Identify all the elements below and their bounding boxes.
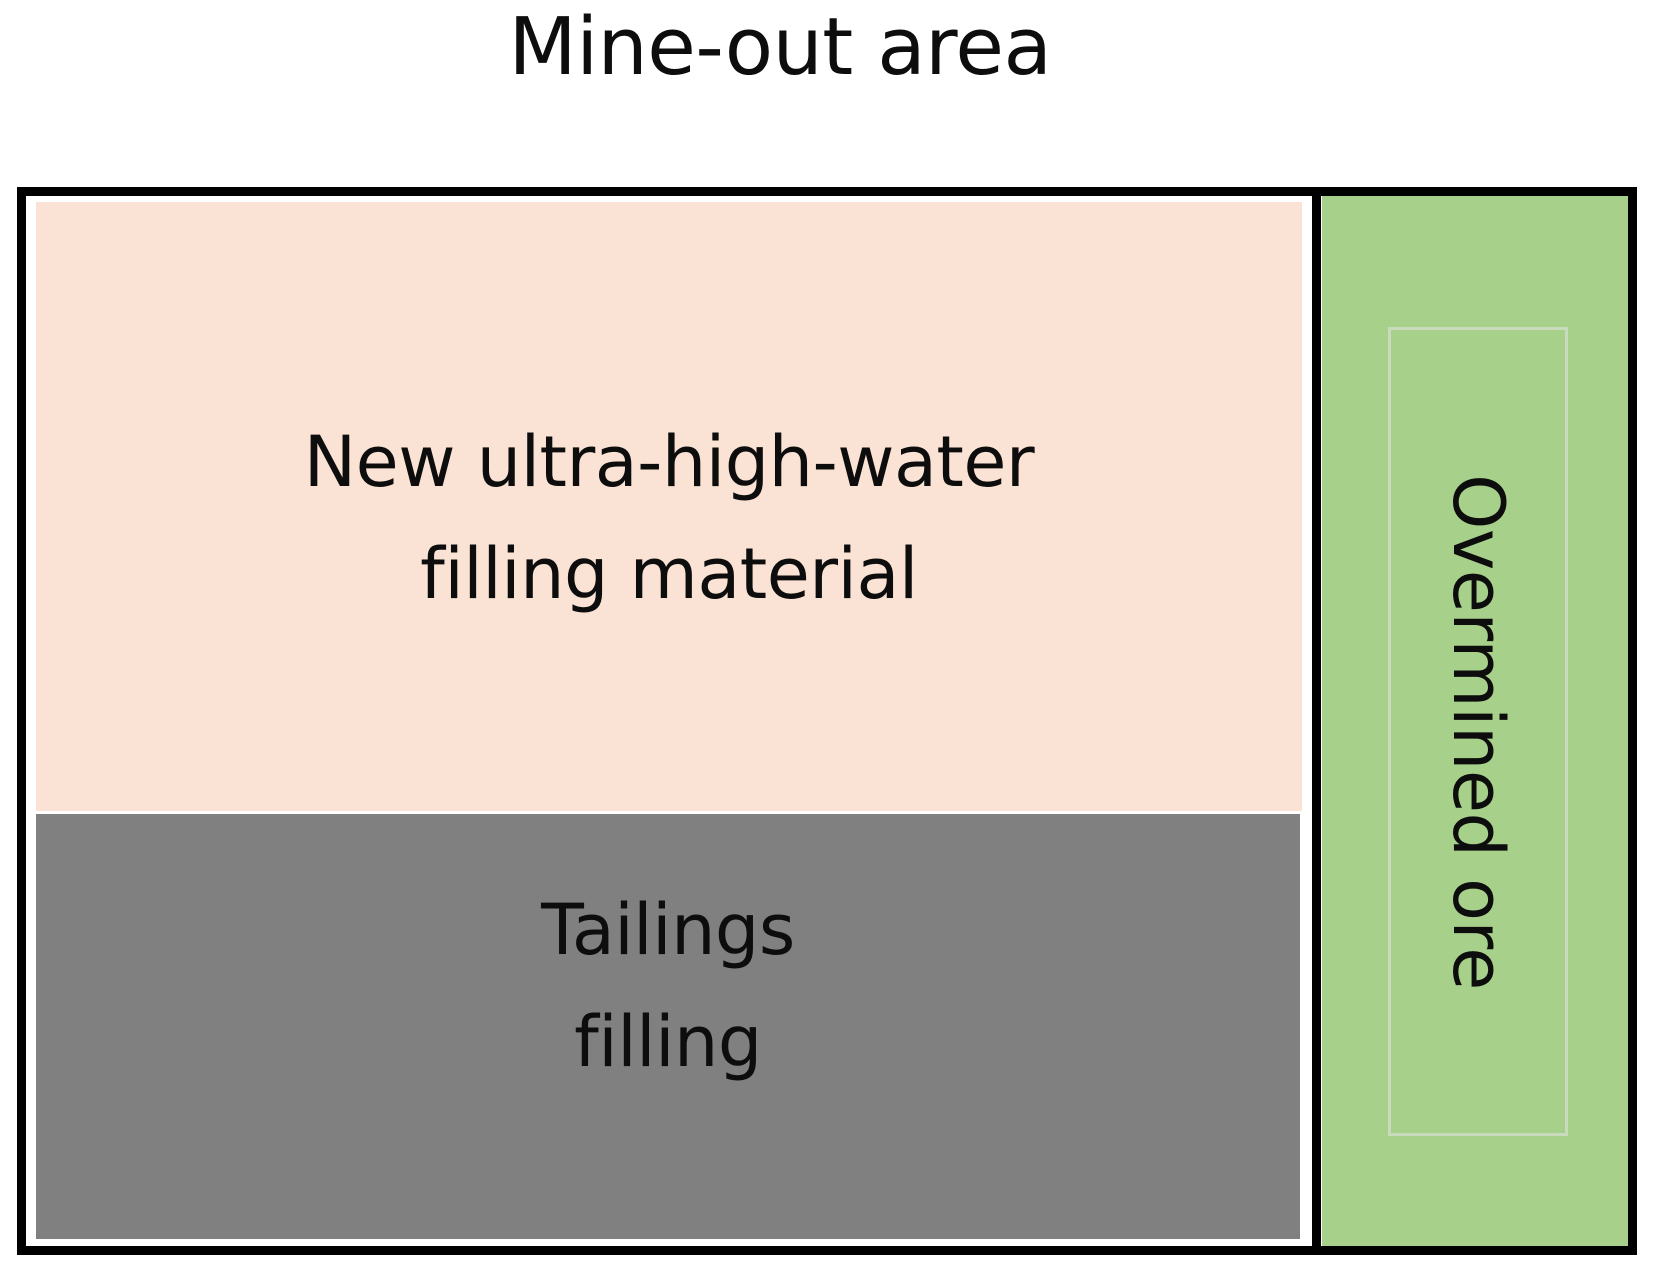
label-uhwf-line-2: filling material (420, 533, 918, 615)
label-tailings-filling: Tailings filling (36, 874, 1300, 1098)
zone-new-ultra-high-water-filling-material: New ultra-high-water filling material (36, 202, 1302, 811)
label-tailings-line-1: Tailings (541, 889, 795, 971)
label-overmined-ore: Overmined ore (1437, 473, 1519, 990)
label-tailings-line-2: filling (574, 1001, 762, 1083)
overmined-ore-textbox: Overmined ore (1388, 327, 1568, 1136)
zone-tailings-filling: Tailings filling (36, 814, 1300, 1239)
diagram-title: Mine-out area (508, 1, 1052, 93)
mine-out-area-frame: New ultra-high-water filling material Ta… (17, 187, 1637, 1255)
column-divider (1312, 187, 1321, 1255)
label-uhwf-line-1: New ultra-high-water (303, 421, 1035, 503)
label-new-ultra-high-water-filling-material: New ultra-high-water filling material (36, 406, 1302, 630)
zone-overmined-ore: Overmined ore (1322, 196, 1628, 1246)
